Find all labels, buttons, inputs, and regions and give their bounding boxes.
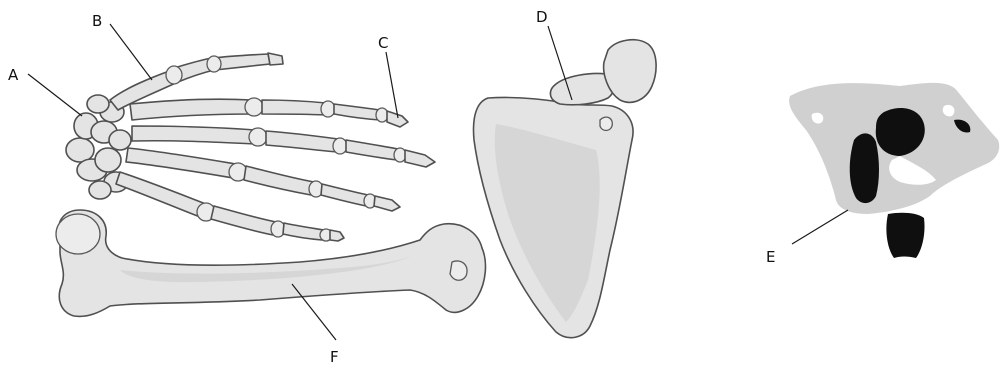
index-finger-bones: [130, 98, 408, 127]
leader-line-b: [110, 24, 152, 80]
hand-skeleton: [66, 53, 435, 241]
scapula: [474, 40, 657, 338]
spinous-process: [886, 213, 924, 258]
leader-line-e: [792, 210, 848, 244]
label-f: F: [330, 348, 339, 366]
label-b: B: [92, 12, 102, 30]
label-d: D: [536, 8, 548, 26]
leader-line-c: [386, 52, 398, 118]
label-e: E: [766, 248, 775, 266]
vertebra: [789, 83, 999, 258]
label-a: A: [8, 66, 19, 84]
leader-line-a: [28, 74, 82, 116]
label-c: C: [378, 34, 388, 52]
